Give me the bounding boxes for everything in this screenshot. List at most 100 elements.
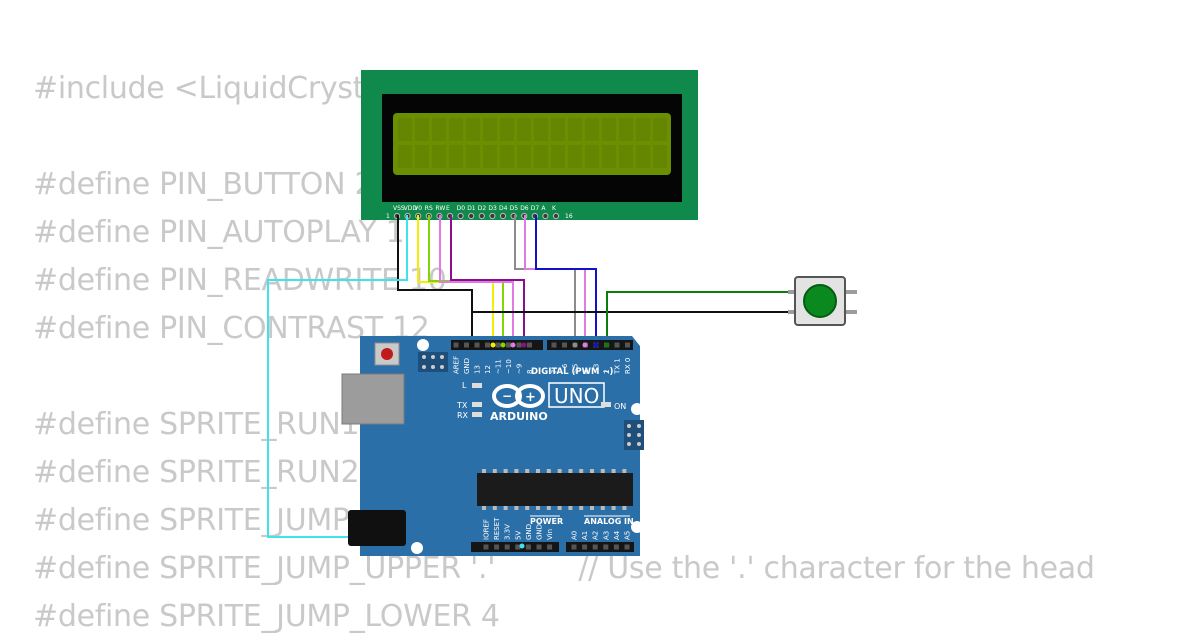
digital-pin-label: ~3	[593, 364, 601, 374]
analog-pin-label: A1	[581, 531, 589, 540]
wire-lcd-d6-pin3	[535, 215, 597, 345]
lcd-cell	[585, 145, 599, 168]
power-pin[interactable]	[494, 544, 500, 550]
digital-pin-label: 2	[603, 370, 611, 374]
lcd-cell	[653, 145, 667, 168]
lcd-pin[interactable]	[489, 212, 496, 220]
arduino-logo: − +	[492, 384, 545, 408]
svg-text:+: +	[525, 390, 536, 405]
lcd-pin[interactable]	[552, 212, 560, 220]
infinity-logo-icon	[492, 384, 522, 408]
digital-pin[interactable]	[551, 342, 557, 348]
lcd-cell	[602, 118, 616, 141]
pushbutton[interactable]	[788, 276, 857, 326]
digital-pin-label: 7	[551, 370, 559, 374]
lcd-cell	[483, 118, 497, 141]
power-pin[interactable]	[525, 544, 531, 550]
lcd-cell	[551, 118, 565, 141]
digital-pin[interactable]	[485, 342, 490, 348]
lcd-pin-label: VSS	[393, 205, 405, 212]
code-line: #define SPRITE_JUMP_UPPER '.' // Use the…	[33, 551, 1095, 586]
digital-pin[interactable]	[464, 342, 469, 348]
mount-hole	[631, 521, 643, 533]
analog-pin[interactable]	[571, 544, 577, 550]
lcd-cell	[483, 145, 497, 168]
lcd-cell	[585, 118, 599, 141]
digital-pin-label: 4	[582, 369, 590, 374]
svg-text:ON: ON	[614, 402, 626, 411]
wire-lcd-rw-pin10	[439, 215, 514, 345]
lcd-pin[interactable]	[468, 212, 475, 220]
lcd-pin-last-index: 16	[565, 213, 573, 220]
lcd-pin-label: D3	[488, 205, 497, 212]
lcd-pin-label: E	[446, 205, 450, 212]
pushbutton-cap[interactable]	[803, 284, 837, 318]
lcd-pin[interactable]	[478, 212, 485, 220]
mount-hole	[631, 403, 643, 415]
lcd-cell	[398, 145, 412, 168]
digital-pin[interactable]	[506, 342, 511, 348]
power-pin-label: GND	[525, 524, 533, 540]
lcd-pin-label: RW	[435, 205, 445, 212]
code-line: #define SPRITE_JUMP 3	[33, 503, 378, 538]
reset-button-cap[interactable]	[381, 348, 393, 360]
digital-pin[interactable]	[527, 342, 532, 348]
digital-pin[interactable]	[474, 342, 480, 348]
power-pin-label: 3.3V	[504, 524, 512, 540]
digital-label: DIGITAL (PWM ~)	[531, 367, 613, 377]
analog-pin[interactable]	[624, 544, 630, 550]
lcd-cell	[432, 118, 446, 141]
lcd-cell	[619, 145, 633, 168]
power-pin[interactable]	[515, 544, 521, 550]
digital-pin[interactable]	[453, 342, 459, 348]
lcd-pin[interactable]	[457, 212, 464, 220]
digital-pin[interactable]	[495, 342, 501, 348]
analog-pin[interactable]	[603, 544, 609, 550]
pushbutton-leg	[788, 290, 796, 294]
power-pin[interactable]	[547, 544, 553, 550]
digital-pin[interactable]	[516, 342, 522, 348]
digital-pin[interactable]	[562, 342, 567, 348]
svg-text:−: −	[502, 389, 512, 403]
svg-text:TX: TX	[456, 401, 468, 410]
lcd-pin-label: D1	[467, 205, 476, 212]
analog-pin-label: A3	[602, 531, 610, 540]
digital-pin[interactable]	[625, 342, 630, 348]
arduino-brand: ARDUINO	[490, 410, 548, 423]
code-line: #define SPRITE_RUN2 2	[33, 455, 388, 490]
digital-pin-label: RX 0	[624, 358, 632, 374]
analog-pin-label: A0	[571, 531, 579, 540]
analog-pin[interactable]	[592, 544, 598, 550]
svg-text:RX: RX	[457, 411, 469, 420]
lcd-cell	[398, 118, 412, 141]
digital-pin[interactable]	[614, 342, 620, 348]
code-line: #define SPRITE_JUMP_LOWER 4	[33, 599, 500, 634]
wire-button-pin2	[606, 291, 797, 345]
analog-pin[interactable]	[613, 544, 619, 550]
lcd-pin[interactable]	[499, 212, 507, 220]
digital-pin-label: 12	[484, 365, 492, 374]
lcd-pin-label: K	[552, 205, 557, 212]
lcd-cell	[534, 145, 548, 168]
digital-pin-label: AREF	[453, 356, 461, 374]
power-pin[interactable]	[483, 544, 489, 550]
lcd-cell	[568, 145, 582, 168]
analog-pin-label: A5	[624, 531, 632, 540]
wires	[267, 215, 797, 546]
power-pin[interactable]	[504, 544, 510, 550]
power-pin-label: IOREF	[483, 519, 491, 540]
power-pin-label: 5V	[514, 531, 522, 540]
power-pin[interactable]	[536, 544, 542, 550]
power-pin-label: GND	[536, 524, 544, 540]
analog-pin-label: A4	[613, 530, 621, 540]
lcd-pin[interactable]	[542, 212, 549, 220]
usb-connector	[341, 373, 405, 425]
analog-pin[interactable]	[582, 544, 588, 550]
power-label: POWER	[530, 517, 563, 526]
lcd-cell	[500, 118, 514, 141]
lcd-cell	[517, 145, 531, 168]
